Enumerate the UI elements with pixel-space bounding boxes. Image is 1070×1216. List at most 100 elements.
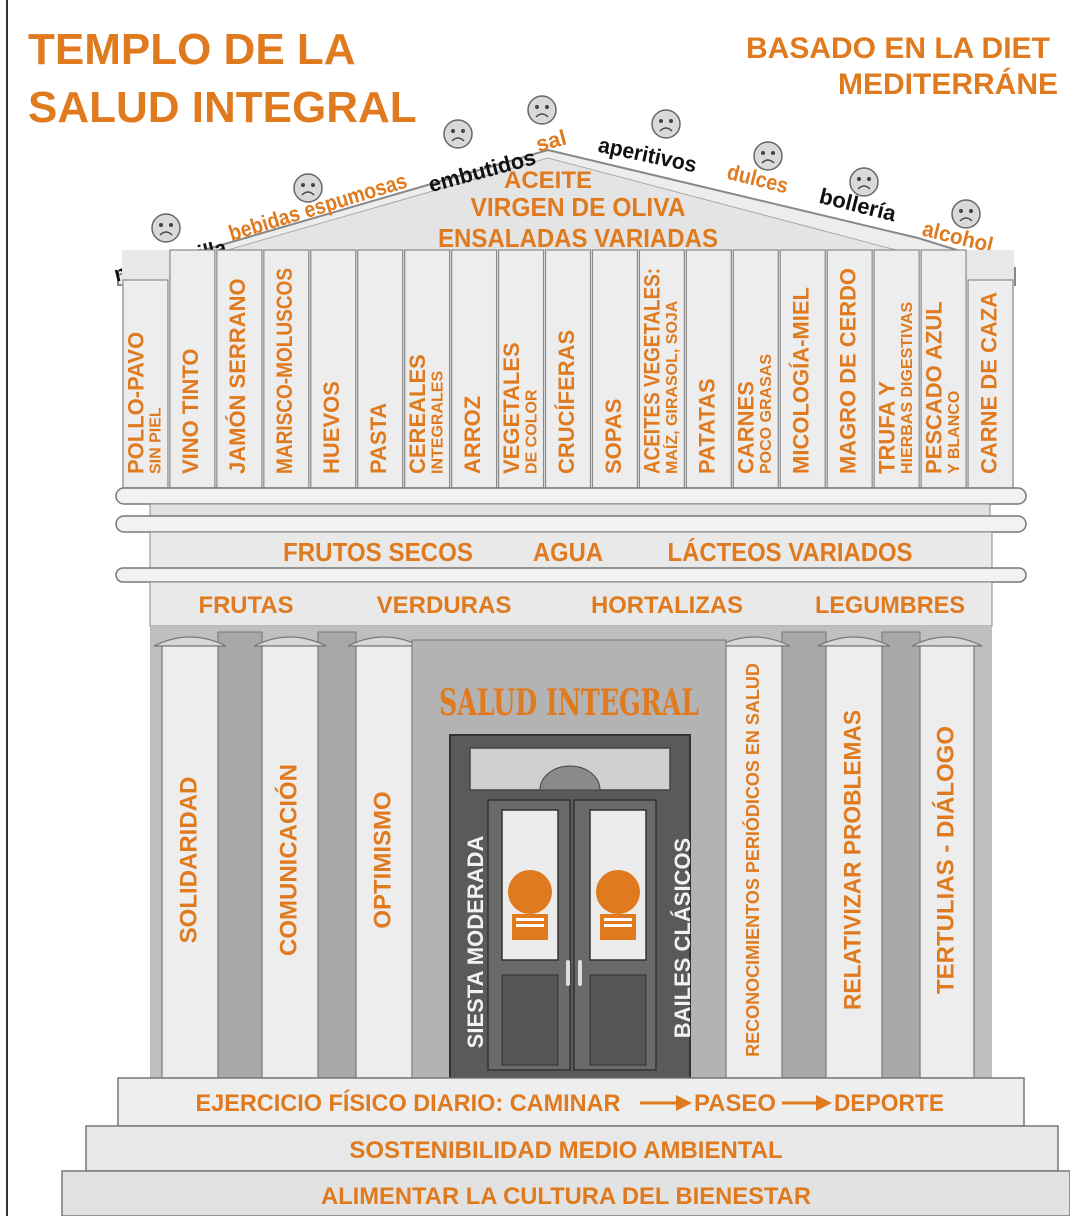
cornice-band-3	[115, 567, 1027, 583]
subtitle-line-1: BASADO EN LA DIET	[746, 32, 1050, 65]
upper-column-label-7: ARROZ	[460, 396, 485, 474]
frieze-row-1-bg	[149, 531, 993, 571]
upper-column-label-15: MAGRO DE CERDO	[835, 268, 860, 474]
frieze-row-1-item-1: AGUA	[533, 537, 603, 567]
sad-face-icon	[527, 95, 557, 125]
sad-face-icon	[443, 119, 473, 149]
cornice-band-2	[115, 515, 1027, 533]
upper-column-label-16: TRUFA Y	[874, 381, 899, 474]
step-3	[61, 1170, 1070, 1216]
door-panel	[501, 974, 559, 1066]
recessed-pillar	[881, 631, 921, 1079]
upper-column-label-4: HUEVOS	[319, 381, 344, 474]
door-handle-icon	[578, 960, 582, 986]
upper-column	[357, 249, 404, 489]
sad-face-icon	[151, 213, 181, 243]
upper-column	[873, 249, 920, 489]
step-1-part-1: PASEO	[694, 1090, 776, 1117]
upper-column-sublabel-6: INTEGRALES	[429, 371, 446, 474]
door-right-label: BAILES CLÁSICOS	[670, 838, 695, 1038]
upper-column	[920, 249, 967, 489]
roof-item-3: sal	[533, 125, 569, 157]
subtitle-line-2: MEDITERRÁNE	[838, 68, 1059, 101]
lower-column-label-3: RECONOCIMIENTOS PERIÓDICOS EN SALUD	[742, 663, 763, 1057]
upper-column-sublabel-17: Y BLANCO	[946, 391, 963, 474]
recessed-pillar	[217, 631, 263, 1079]
upper-column	[497, 249, 545, 489]
upper-column	[779, 249, 826, 489]
left-border-line	[6, 0, 8, 1216]
upper-column-sublabel-16: HIERBAS DIGESTIVAS	[899, 302, 916, 475]
frieze-row-2-item-0: FRUTAS	[199, 592, 294, 619]
lower-column-label-0: SOLIDARIDAD	[175, 777, 202, 944]
upper-column-label-13: CARNES	[734, 381, 759, 474]
cornice-band-1	[115, 487, 1027, 505]
sad-face-icon	[753, 141, 783, 171]
pediment-line-3: ENSALADAS VARIADAS	[438, 223, 718, 253]
step-1-part-2: DEPORTE	[834, 1090, 944, 1117]
pediment-line-1: ACEITE	[504, 167, 592, 194]
sad-face-icon	[951, 199, 981, 229]
upper-column-label-18: CARNE DE CAZA	[976, 292, 1001, 474]
step-3-label: ALIMENTAR LA CULTURA DEL BIENESTAR	[321, 1183, 811, 1210]
lower-column-label-2: OPTIMISMO	[369, 791, 396, 928]
frieze-row-1-item-0: FRUTOS SECOS	[283, 537, 473, 567]
door-panel	[589, 974, 647, 1066]
column-capital	[911, 636, 983, 647]
upper-column-label-3: MARISCO-MOLUSCOS	[272, 268, 297, 474]
upper-column	[638, 249, 685, 489]
sad-face-icon	[293, 173, 323, 203]
frieze-row-1-item-2: LÁCTEOS VARIADOS	[668, 537, 913, 567]
lower-column	[825, 645, 883, 1079]
tree-logo-icon	[596, 870, 640, 940]
upper-column-label-5: PASTA	[366, 403, 391, 474]
sad-face-icon	[651, 109, 681, 139]
upper-column-label-17: PESCADO AZUL	[921, 301, 946, 474]
upper-column	[451, 249, 498, 489]
frieze-row-2-bg	[149, 581, 993, 627]
upper-column-label-1: VINO TINTO	[178, 349, 203, 475]
lower-column	[161, 645, 219, 1079]
lower-column-label-1: COMUNICACIÓN	[274, 764, 302, 956]
frieze-row-2-item-1: VERDURAS	[377, 592, 512, 619]
lower-column-label-4: RELATIVIZAR PROBLEMAS	[839, 710, 866, 1010]
upper-column	[826, 249, 873, 489]
frieze-row-2-item-2: HORTALIZAS	[591, 592, 743, 619]
lower-column	[261, 645, 319, 1079]
tree-logo-icon	[508, 870, 552, 940]
upper-column	[967, 279, 1014, 489]
upper-column-sublabel-13: POCO GRASAS	[758, 354, 775, 474]
upper-column-label-14: MICOLOGÍA-MIEL	[789, 287, 814, 474]
step-1-part-0: EJERCICIO FÍSICO DIARIO: CAMINAR	[196, 1089, 621, 1117]
column-capital	[253, 636, 327, 647]
arrow-right-icon	[816, 1095, 832, 1111]
upper-column	[544, 249, 592, 489]
door-left-label: SIESTA MODERADA	[463, 836, 488, 1049]
column-capital	[153, 636, 227, 647]
lower-column	[919, 645, 975, 1079]
frieze-row-2-item-3: LEGUMBRES	[815, 592, 965, 619]
step-2	[85, 1125, 1059, 1172]
upper-column-label-6: CEREALES	[405, 354, 430, 474]
upper-column	[263, 249, 310, 489]
lower-column	[725, 645, 783, 1079]
arrow-right-icon	[676, 1095, 692, 1111]
column-capital	[817, 636, 891, 647]
upper-column	[169, 249, 216, 489]
door-handle-icon	[566, 960, 570, 986]
upper-column	[732, 249, 779, 489]
upper-column-sublabel-8: DE COLOR	[523, 389, 540, 474]
step-2-label: SOSTENIBILIDAD MEDIO AMBIENTAL	[349, 1137, 782, 1164]
upper-column	[122, 279, 169, 489]
pediment-line-2: VIRGEN DE OLIVA	[471, 192, 686, 222]
title-line-2: SALUD INTEGRAL	[28, 83, 417, 132]
step-1	[117, 1077, 1025, 1127]
architrave	[149, 503, 991, 517]
upper-column-label-2: JAMÓN SERRANO	[225, 278, 250, 474]
lower-column-label-5: TERTULIAS - DIÁLOGO	[931, 726, 959, 994]
upper-column	[685, 249, 732, 489]
upper-column-label-11: ACEITES VEGETALES:	[640, 268, 665, 474]
upper-column-label-9: CRUCÍFERAS	[554, 330, 579, 474]
